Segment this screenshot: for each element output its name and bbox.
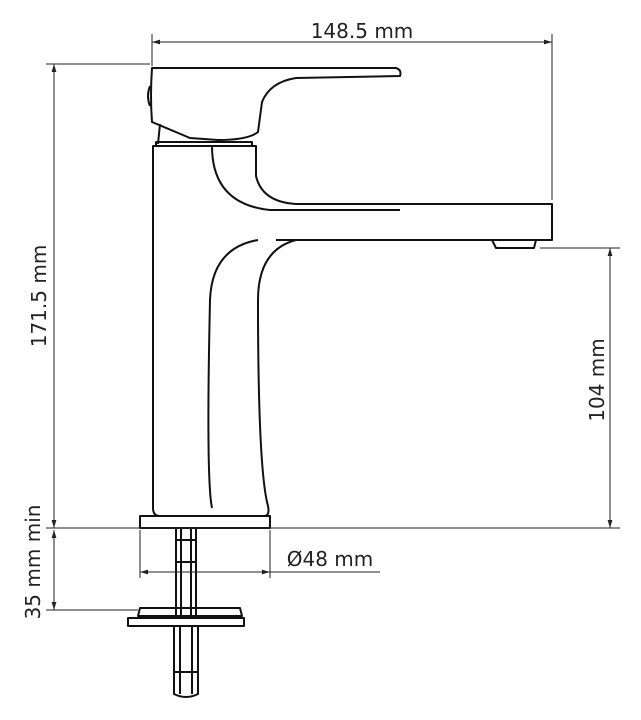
- height-label: 171.5 mm: [27, 245, 51, 348]
- mounting-hardware: [127, 528, 245, 698]
- faucet-body: [139, 67, 553, 529]
- mount-thickness-label: 35 mm min: [21, 505, 45, 620]
- mounting-plate: [137, 607, 243, 617]
- lever-handle: [150, 67, 402, 141]
- base-flange: [139, 515, 271, 529]
- mounting-nut: [127, 617, 245, 627]
- spout-height-dimension: 104 mm: [540, 247, 620, 528]
- mount-thickness-dimension: 35 mm min: [21, 505, 138, 620]
- width-dimension: 148.5 mm: [151, 19, 553, 200]
- width-label: 148.5 mm: [311, 19, 414, 43]
- spout-height-label: 104 mm: [585, 338, 609, 422]
- base-diameter-label: Ø48 mm: [287, 547, 374, 571]
- aerator: [491, 239, 537, 249]
- base-diameter-dimension: Ø48 mm: [139, 530, 380, 578]
- main-column: [152, 145, 553, 517]
- height-dimension: 171.5 mm: [27, 63, 150, 528]
